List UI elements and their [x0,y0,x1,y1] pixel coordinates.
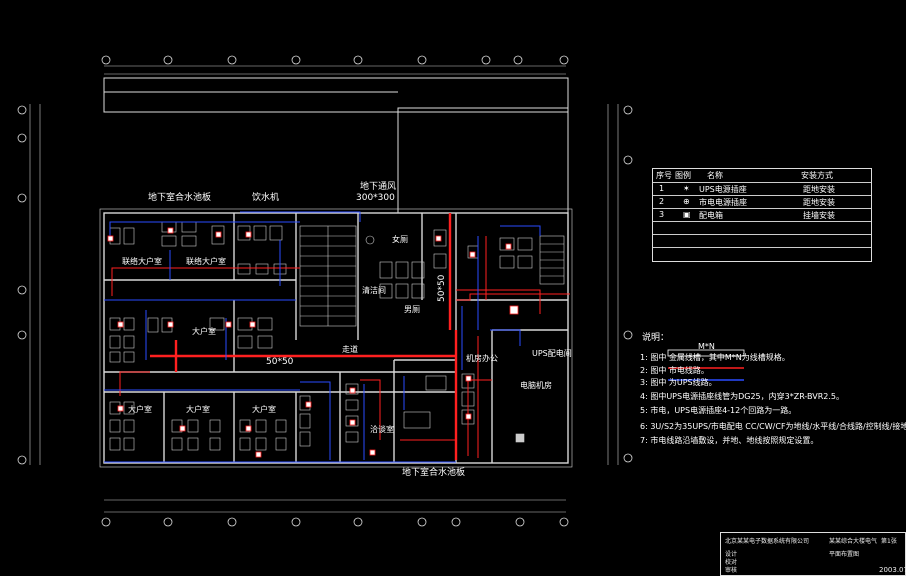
upper-annex [103,77,569,214]
dimension-lines [29,65,619,513]
legend-row-empty [653,221,871,235]
legend-line-samples [667,349,745,381]
legend-header: 序号 图例 名称 安装方式 [656,171,833,180]
room-big-office-6: 大户室 [252,405,276,414]
label-vertical-shaft: 地下通风 [360,182,397,192]
label-size-vertical: 50*50 [437,274,447,302]
title-row-label: 校对 [725,559,738,566]
note-item: 4: 图中UPS电源插座线管为DG25，内穿3*ZR-BVR2.5。 [640,392,845,401]
room-big-office-2: 联络大户室 [186,257,226,266]
power-lines [150,213,458,460]
note-item: 3: 图中 为UPS线路。 [640,378,717,387]
notes-title: 说明： [642,333,670,343]
side-axis-bubbles [17,105,633,465]
mains-socket-icon: ⊕ [683,197,690,206]
distribution-box-icon: ▣ [683,210,691,219]
title-project: 某某综合大楼电气 [829,538,878,545]
label-top-shaft: 地下室合水池板 [148,193,212,203]
legend-row-empty [653,234,871,248]
note-item: 2: 图中 市电线路。 [640,366,709,375]
top-axis-bubbles [101,55,569,527]
legend-row-empty [653,247,871,261]
building-walls [99,208,573,468]
room-big-office-4: 大户室 [128,405,152,414]
title-row-label: 设计 [725,551,738,558]
notes-tray-label: M*N [698,342,715,351]
note-item: 5: 市电，UPS电源插座4-12个回路为一路。 [640,406,797,415]
label-size-horizontal: 50*50 [266,357,294,367]
legend-table: 序号 图例 名称 安装方式 1 ✶ UPS电源插座 距地安装 2 ⊕ 市电电源插… [652,168,872,262]
title-row-label: 审核 [725,567,738,574]
room-admin: 机房办公 [466,354,498,363]
ups-socket-icon: ✶ [683,184,690,193]
label-shaft-size: 300*300 [356,193,395,203]
title-sheet: 第1张 [881,538,897,545]
stairwell [299,225,565,327]
label-bottom-shaft: 地下室合水池板 [402,468,466,478]
room-big-office-1: 联络大户室 [122,257,162,266]
room-meeting: 洽谈室 [370,425,394,434]
title-date: 2003.07 [879,566,906,574]
room-women: 女厕 [392,235,408,244]
room-man: 男厕 [404,305,420,314]
room-big-office-5: 大户室 [186,405,210,414]
room-computer: 电脑机房 [520,381,552,390]
toilet-fixtures [365,235,425,299]
room-ups: UPS配电间 [532,349,572,358]
legend-row: 1 ✶ UPS电源插座 距地安装 [653,182,871,196]
room-corridor: 走道 [342,345,358,354]
network-lines [104,211,541,463]
legend-row: 3 ▣ 配电箱 挂墙安装 [653,208,871,222]
room-big-office-3: 大户室 [192,327,216,336]
note-item: 6: 3U/S2为35UPS/市电配电 CC/CW/CF为地线/水平线/合线路/… [640,422,906,431]
note-item: 1: 图中 金属线槽，其中M*N为线槽规格。 [640,353,790,362]
note-item: 7: 市电线路沿墙敷设，并地、地线按照规定设置。 [640,436,819,445]
legend-row: 2 ⊕ 市电电源插座 距地安装 [653,195,871,209]
outlet-markers [107,227,519,458]
title-company: 北京某某电子数据系统有限公司 [725,538,810,545]
title-block: 北京某某电子数据系统有限公司 某某综合大楼电气 平面布置图 设计 校对 审核 第… [720,532,906,576]
label-water: 饮水机 [252,193,280,203]
room-clean: 清洁间 [362,286,386,295]
title-drawing: 平面布置图 [829,551,860,558]
power-branches [111,236,570,458]
